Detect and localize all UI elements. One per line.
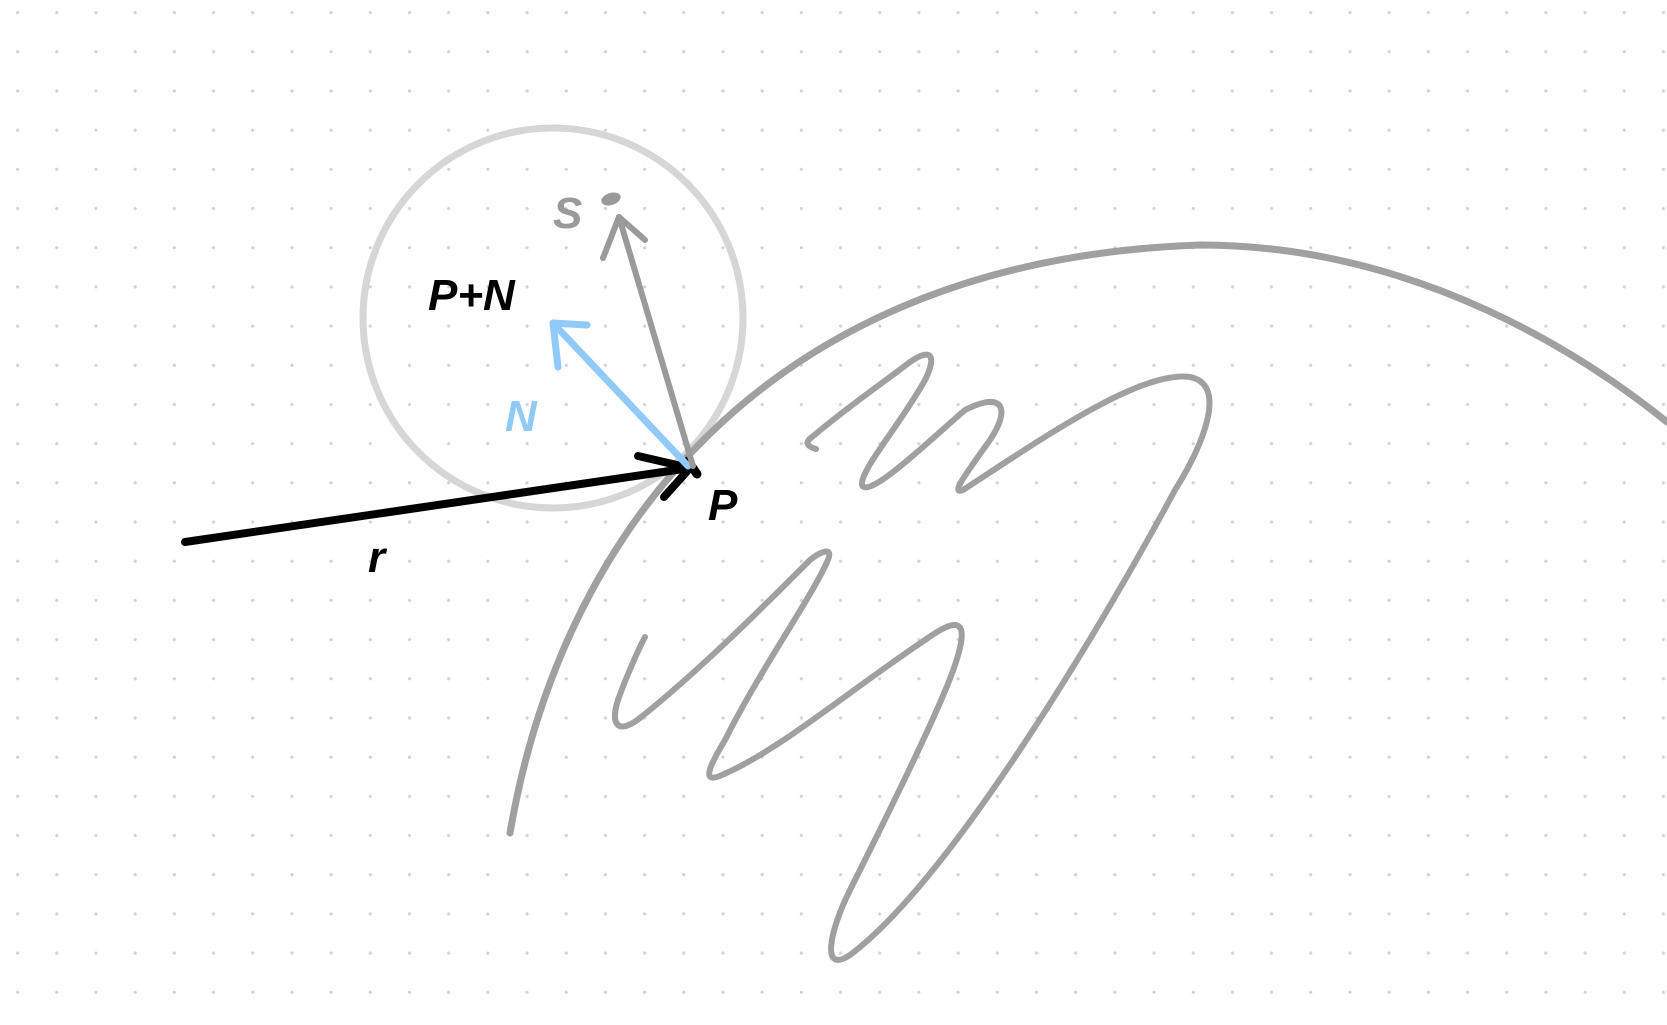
label-p: P (708, 481, 738, 530)
scribble-stroke-upper[interactable] (612, 351, 1213, 963)
surface-curve[interactable] (506, 241, 1667, 837)
sample-point-dot (601, 192, 621, 206)
normal-arrowhead-icon (549, 319, 591, 371)
ray-line[interactable] (181, 464, 694, 546)
sample-arrowhead-icon (600, 214, 648, 261)
unit-sphere[interactable] (359, 124, 747, 512)
normal-vector[interactable] (549, 319, 692, 470)
sample-vector[interactable] (616, 214, 696, 469)
label-r: r (368, 533, 388, 582)
label-n: N (505, 392, 538, 441)
label-p-plus-n: P+N (428, 271, 516, 320)
label-s: S (553, 189, 582, 238)
